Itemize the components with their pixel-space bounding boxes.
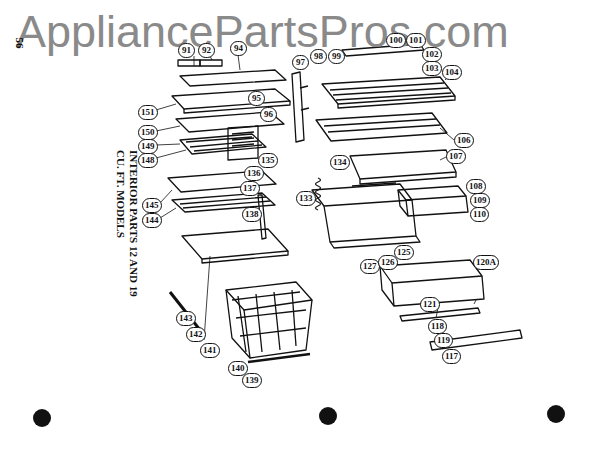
callout-number: 91 [178,43,195,58]
callout-number: 97 [292,55,309,70]
callout-number: 133 [296,191,316,206]
callout-number: 139 [242,373,262,388]
callout-number: 142 [186,327,206,342]
callout-number: 144 [142,213,162,228]
callout-number: 149 [138,139,158,154]
callout-number: 106 [454,133,474,148]
callout-number: 92 [198,43,215,58]
callout-number: 118 [428,319,447,334]
callout-number: 96 [260,107,277,122]
callout-number: 127 [360,259,380,274]
callout-number: 103 [422,61,442,76]
callout-number: 108 [466,179,486,194]
callout-number: 137 [240,181,260,196]
callout-number: 100 [386,33,406,48]
callout-number: 138 [242,207,262,222]
callout-number: 143 [176,311,196,326]
callout-number: 95 [248,91,265,106]
callout-number: 134 [330,155,350,170]
callout-number: 125 [394,245,414,260]
callout-number: 150 [138,125,158,140]
callout-number: 120A [473,255,499,270]
callout-number: 148 [138,153,158,168]
callout-number: 151 [138,105,158,120]
page-title: INTERIOR PARTS 12 AND 19 CU. FT. MODELS [114,150,140,300]
callout-number: 119 [434,333,453,348]
callout-number: 102 [422,47,442,62]
callout-number: 145 [142,198,162,213]
callout-number: 99 [328,49,345,64]
callout-number: 126 [378,255,398,270]
callout-number: 117 [442,349,461,364]
callout-number: 94 [230,41,247,56]
callout-number: 110 [470,207,489,222]
callout-number: 141 [200,343,220,358]
callout-number: 107 [446,149,466,164]
callout-number: 101 [406,33,426,48]
callout-number: 121 [420,297,440,312]
callout-number: 136 [244,166,264,181]
page-number: 56 [14,38,26,49]
callout-number: 135 [258,153,278,168]
callout-number: 104 [442,65,462,80]
callout-number: 98 [310,49,327,64]
callout-number: 109 [470,193,490,208]
